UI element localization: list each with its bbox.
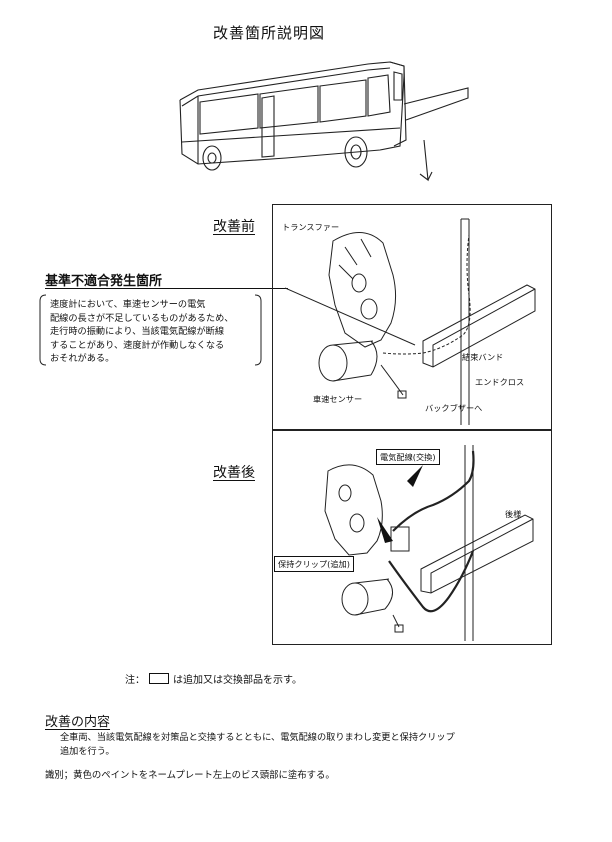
content-heading: 改善の内容 (45, 715, 111, 730)
before-panel (272, 204, 552, 430)
label-transfer: トランスファー (282, 222, 340, 232)
note-prefix: 注： (125, 675, 145, 686)
content-body: 全車両、当該電気配線を対策品と交換するとともに、電気配線の取りまわし変更と保持ク… (60, 732, 455, 757)
callout-heading: 基準不適合発生箇所 (45, 274, 163, 289)
after-panel (272, 430, 552, 645)
before-label: 改善前 (213, 219, 255, 235)
legend-note: 注： は追加又は交換部品を示す。 (125, 671, 302, 686)
label-to-back-buzzer: バックブザーへ (425, 403, 483, 413)
before-diagram (318, 218, 536, 425)
label-clip-added: 保持クリップ(追加) (274, 556, 354, 572)
callout-heading-rule (45, 288, 288, 289)
legend-box-icon (149, 673, 169, 684)
label-rear-member: 後様 (505, 509, 522, 519)
label-binding-band: 結束バンド (462, 352, 504, 362)
label-wiring-replaced: 電気配線(交換) (376, 449, 440, 465)
note-suffix: は追加又は交換部品を示す。 (173, 675, 302, 686)
after-label: 改善後 (213, 465, 255, 481)
identification-text: 識別；黄色のペイントをネームプレート左上のビス頭部に塗布する。 (45, 770, 335, 781)
page-title: 改善箇所説明図 (213, 24, 326, 42)
callout-text: 速度計において、車速センサーの電気 配線の長さが不足しているものがあるため、 走… (50, 299, 234, 365)
label-end-cross: エンドクロス (475, 377, 525, 387)
callout-bracket (39, 294, 262, 366)
label-speed-sensor: 車速センサー (313, 394, 363, 404)
bus-illustration (179, 61, 469, 182)
callout-leader (285, 287, 416, 346)
after-diagram (324, 445, 534, 641)
